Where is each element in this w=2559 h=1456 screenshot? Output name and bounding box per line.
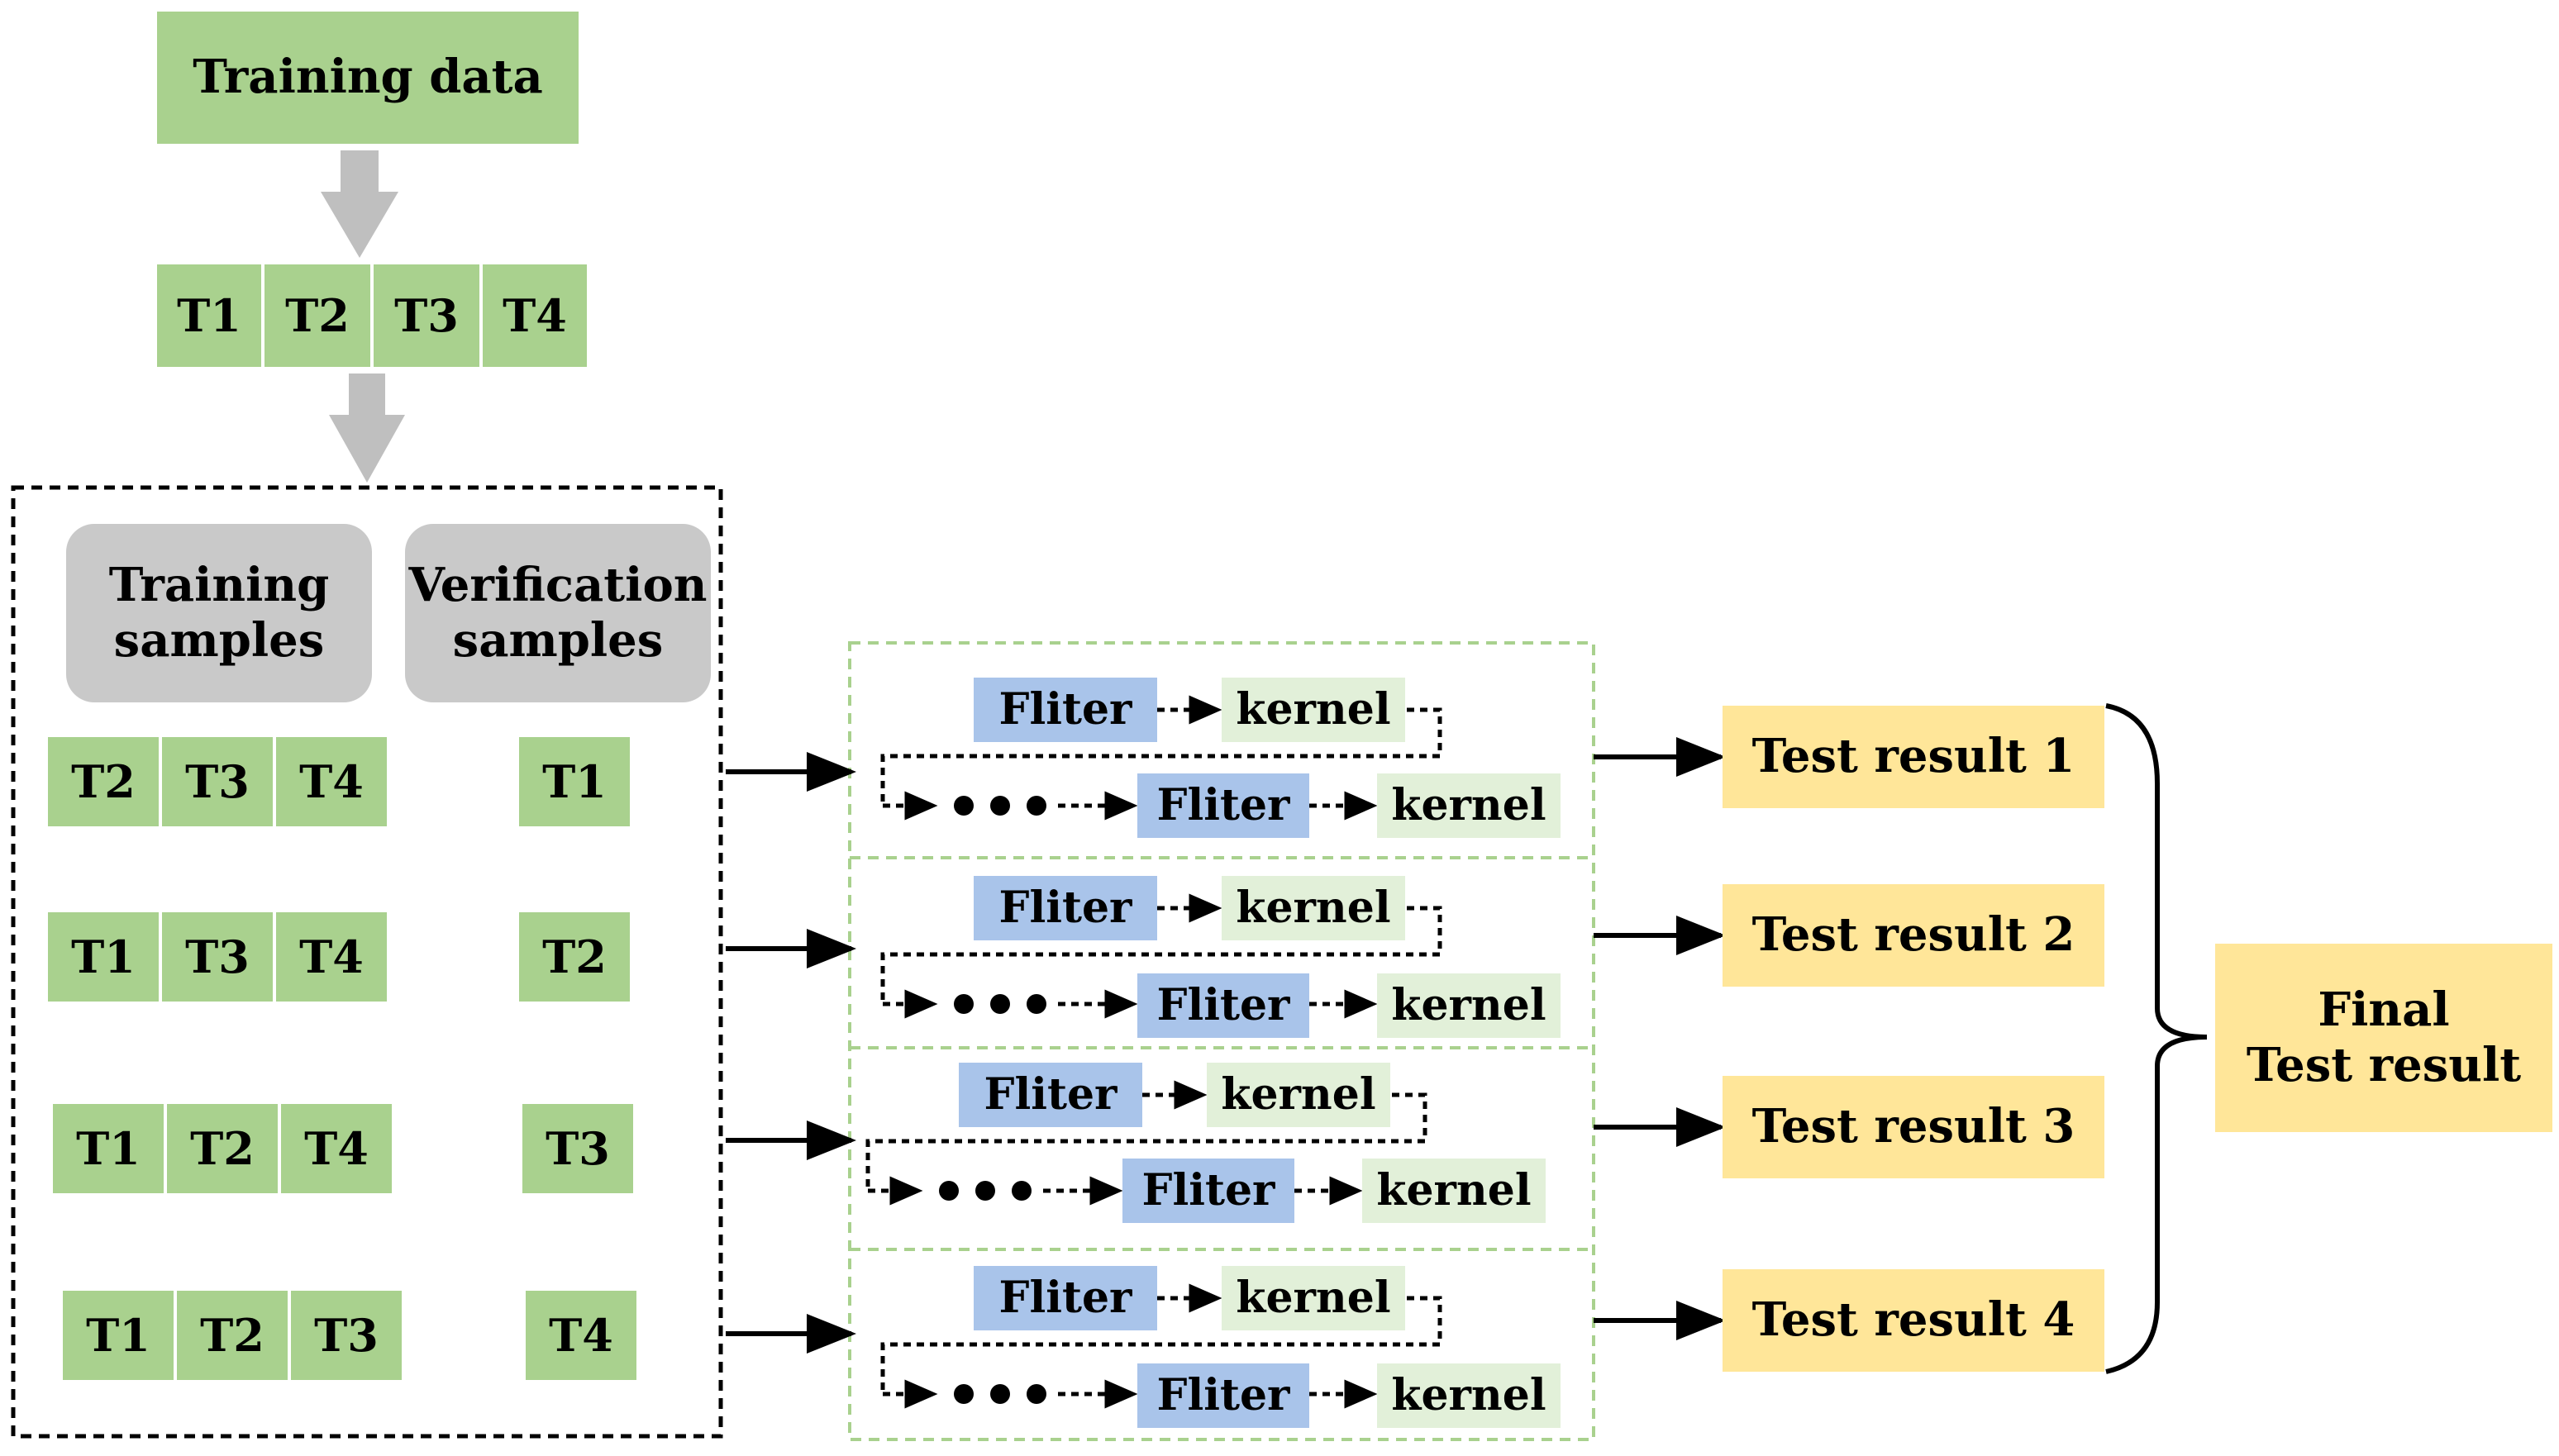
fold-t3: T3 (374, 264, 479, 367)
model-1-ellipsis-dot-2 (990, 796, 1010, 816)
model-2-wrap-connector (880, 906, 1442, 1004)
model-1-ellipsis-dot-1 (954, 796, 974, 816)
split-1-train-3: T4 (276, 737, 387, 826)
model-4-ellipsis-dot-1 (954, 1384, 974, 1404)
result-brace (2105, 703, 2208, 1374)
split-4-verify: T4 (526, 1291, 636, 1380)
split-2-train-1: T1 (48, 912, 159, 1002)
model-4-filter-top: Fliter (974, 1266, 1157, 1330)
test-result-1: Test result 1 (1723, 706, 2104, 808)
split-1-verify: T1 (519, 737, 630, 826)
model-1-wrap-connector (880, 707, 1442, 806)
verification-samples-line-1: Verification (408, 557, 708, 612)
model-3-wrap-connector (865, 1092, 1427, 1191)
model-3-ellipsis-dot-2 (975, 1181, 995, 1201)
split-4-train-1: T1 (63, 1291, 174, 1380)
model-2-ellipsis-dot-2 (990, 994, 1010, 1014)
split-1-train-1: T2 (48, 737, 159, 826)
final-test-result-line-2: Test result (2246, 1038, 2522, 1092)
model-2-filter-bottom: Fliter (1137, 973, 1309, 1038)
training-samples-header: Training samples (66, 524, 372, 702)
split-4-train-3: T3 (291, 1291, 402, 1380)
model-4-filter-bottom: Fliter (1137, 1363, 1309, 1428)
model-connectors (865, 695, 1442, 1409)
grey-arrow-1 (321, 150, 398, 258)
cross-validation-container (11, 485, 723, 1439)
fold-t4: T4 (483, 264, 587, 367)
fold-t2: T2 (264, 264, 370, 367)
model-4-ellipsis-dot-3 (1027, 1384, 1046, 1404)
verification-samples-header: Verification samples (405, 524, 711, 702)
split-2-train-2: T3 (162, 912, 273, 1002)
verification-samples-line-2: samples (452, 613, 664, 668)
model-2-kernel-top: kernel (1222, 876, 1405, 940)
test-result-3: Test result 3 (1723, 1076, 2104, 1178)
model-2-filter-top: Fliter (974, 876, 1157, 940)
model-4-wrap-connector (880, 1296, 1442, 1394)
training-samples-line-1: Training (108, 557, 330, 612)
split-2-train-3: T4 (276, 912, 387, 1002)
test-result-2: Test result 2 (1723, 884, 2104, 987)
model-3-kernel-top: kernel (1207, 1063, 1390, 1127)
model-1-ellipsis-dot-3 (1027, 796, 1046, 816)
split-3-train-2: T2 (167, 1104, 278, 1193)
model-4-kernel-bottom: kernel (1377, 1363, 1561, 1428)
model-3-filter-top: Fliter (959, 1063, 1142, 1127)
split-3-train-3: T4 (281, 1104, 392, 1193)
model-2-ellipsis-dot-1 (954, 994, 974, 1014)
model-1-filter-top: Fliter (974, 678, 1157, 742)
model-3-kernel-bottom: kernel (1362, 1159, 1546, 1223)
split-3-train-1: T1 (53, 1104, 164, 1193)
training-data-box: Training data (157, 12, 579, 144)
final-test-result: Final Test result (2215, 944, 2552, 1132)
model-3-filter-bottom: Fliter (1122, 1159, 1294, 1223)
test-result-4: Test result 4 (1723, 1269, 2104, 1372)
model-1-filter-bottom: Fliter (1137, 773, 1309, 838)
model-3-ellipsis-dot-1 (939, 1181, 959, 1201)
model-3-ellipsis-dot-3 (1012, 1181, 1032, 1201)
model-4-kernel-top: kernel (1222, 1266, 1405, 1330)
model-1-kernel-bottom: kernel (1377, 773, 1561, 838)
model-2-kernel-bottom: kernel (1377, 973, 1561, 1038)
model-1-kernel-top: kernel (1222, 678, 1405, 742)
split-2-verify: T2 (519, 912, 630, 1002)
model-4-ellipsis-dot-2 (990, 1384, 1010, 1404)
model-container (848, 641, 1595, 1441)
grey-arrow-2 (329, 374, 405, 483)
fold-t1: T1 (157, 264, 261, 367)
model-2-ellipsis-dot-3 (1027, 994, 1046, 1014)
split-1-train-2: T3 (162, 737, 273, 826)
training-samples-line-2: samples (113, 613, 325, 668)
split-3-verify: T3 (522, 1104, 633, 1193)
final-test-result-line-1: Final (2318, 982, 2450, 1037)
split-4-train-2: T2 (177, 1291, 288, 1380)
